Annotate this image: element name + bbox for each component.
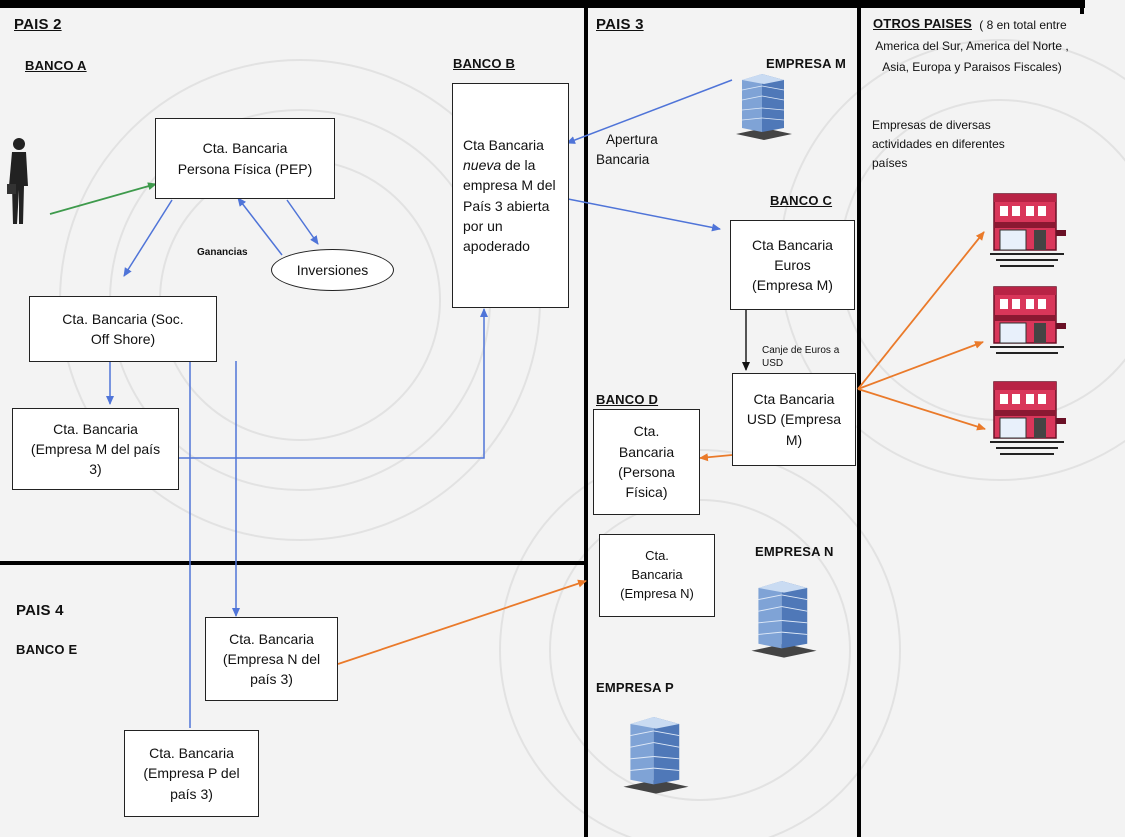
arrow-inversiones-to-pep — [237, 197, 283, 256]
label-canje-euros-usd: Canje de Euros a USD — [762, 345, 840, 369]
arrow-apertura-bancaria — [566, 79, 733, 144]
ellipse-inversiones: Inversiones — [271, 249, 394, 291]
bank-title-e: BANCO E — [16, 642, 78, 657]
box-cta-empresa-n-banco-e: Cta. Bancaria (Empresa N del país 3) — [205, 617, 338, 701]
arrow-empresa-m-to-banco-b — [178, 308, 488, 459]
bank-title-b: BANCO B — [453, 56, 516, 71]
arrow-usd-to-otros-3 — [857, 388, 986, 431]
office-building-icon-empresa-n — [751, 580, 817, 658]
top-border — [0, 0, 1085, 8]
arrow-usd-to-otros-1 — [857, 231, 985, 390]
section-title-pais3: PAIS 3 — [596, 16, 644, 33]
section-title-pais2: PAIS 2 — [14, 16, 62, 33]
box-cta-empresa-m-banco-a: Cta. Bancaria (Empresa M del país 3) — [12, 408, 179, 490]
bank-title-a: BANCO A — [25, 58, 87, 73]
storefront-icon-2 — [990, 286, 1066, 354]
label-apertura-bancaria: Apertura Bancaria — [596, 132, 658, 168]
arrow-empresa-n-to-pais3 — [337, 579, 587, 665]
arrow-pep-to-inversiones — [286, 199, 319, 245]
empresa-title-n: EMPRESA N — [755, 544, 834, 559]
banco-b-text-pre: Cta Bancaria — [463, 136, 544, 153]
box-cta-empresa-n-pais3: Cta. Bancaria (Empresa N) — [599, 534, 715, 617]
box-cta-nueva-banco-b: Cta Bancaria nueva de la empresa M del P… — [452, 83, 569, 308]
divider-pais2-pais4 — [0, 561, 586, 565]
box-cta-persona-fisica: Cta. Bancaria (Persona Física) — [593, 409, 700, 515]
storefront-icon-1 — [990, 193, 1066, 267]
box-cta-euros: Cta Bancaria Euros (Empresa M) — [730, 220, 855, 310]
storefront-icon-3 — [990, 381, 1066, 455]
section-title-otros: OTROS PAISES — [873, 16, 972, 31]
office-building-icon-empresa-p — [623, 716, 689, 794]
office-building-icon-empresa-m — [736, 74, 792, 140]
box-cta-offshore: Cta. Bancaria (Soc. Off Shore) — [29, 296, 217, 362]
box-cta-empresa-p-banco-e: Cta. Bancaria (Empresa P del país 3) — [124, 730, 259, 817]
right-edge-mark — [1080, 0, 1084, 14]
box-cta-pep: Cta. Bancaria Persona Física (PEP) — [155, 118, 335, 199]
arrow-usd-to-otros-2 — [857, 341, 984, 390]
arrow-pep-to-offshore — [123, 199, 173, 277]
divider-pais3-left — [584, 0, 588, 837]
arrow-person-to-pep — [49, 182, 157, 215]
arrow-banco-b-to-banco-c — [567, 198, 721, 232]
bank-title-c: BANCO C — [770, 193, 833, 208]
person-icon — [7, 138, 28, 224]
empresa-title-p: EMPRESA P — [596, 680, 674, 695]
empresa-title-m: EMPRESA M — [766, 56, 847, 71]
section-title-pais4: PAIS 4 — [16, 602, 64, 619]
divider-pais3-right — [857, 0, 861, 837]
banco-b-text: Cta Bancaria nueva de la empresa M del P… — [463, 135, 562, 257]
label-ganancias: Ganancias — [197, 247, 248, 258]
banco-b-text-italic: nueva — [463, 156, 502, 173]
arrow-usd-to-persona-fisica — [699, 453, 733, 462]
banco-b-text-post: de la empresa M del País 3 abierta por u… — [463, 156, 556, 255]
otros-note: ( 8 en total entre America del Sur, Amer… — [875, 18, 1069, 74]
otros-description: Empresas de diversas actividades en dife… — [872, 118, 1005, 171]
bank-title-d: BANCO D — [596, 392, 659, 407]
box-cta-usd: Cta Bancaria USD (Empresa M) — [732, 373, 856, 466]
